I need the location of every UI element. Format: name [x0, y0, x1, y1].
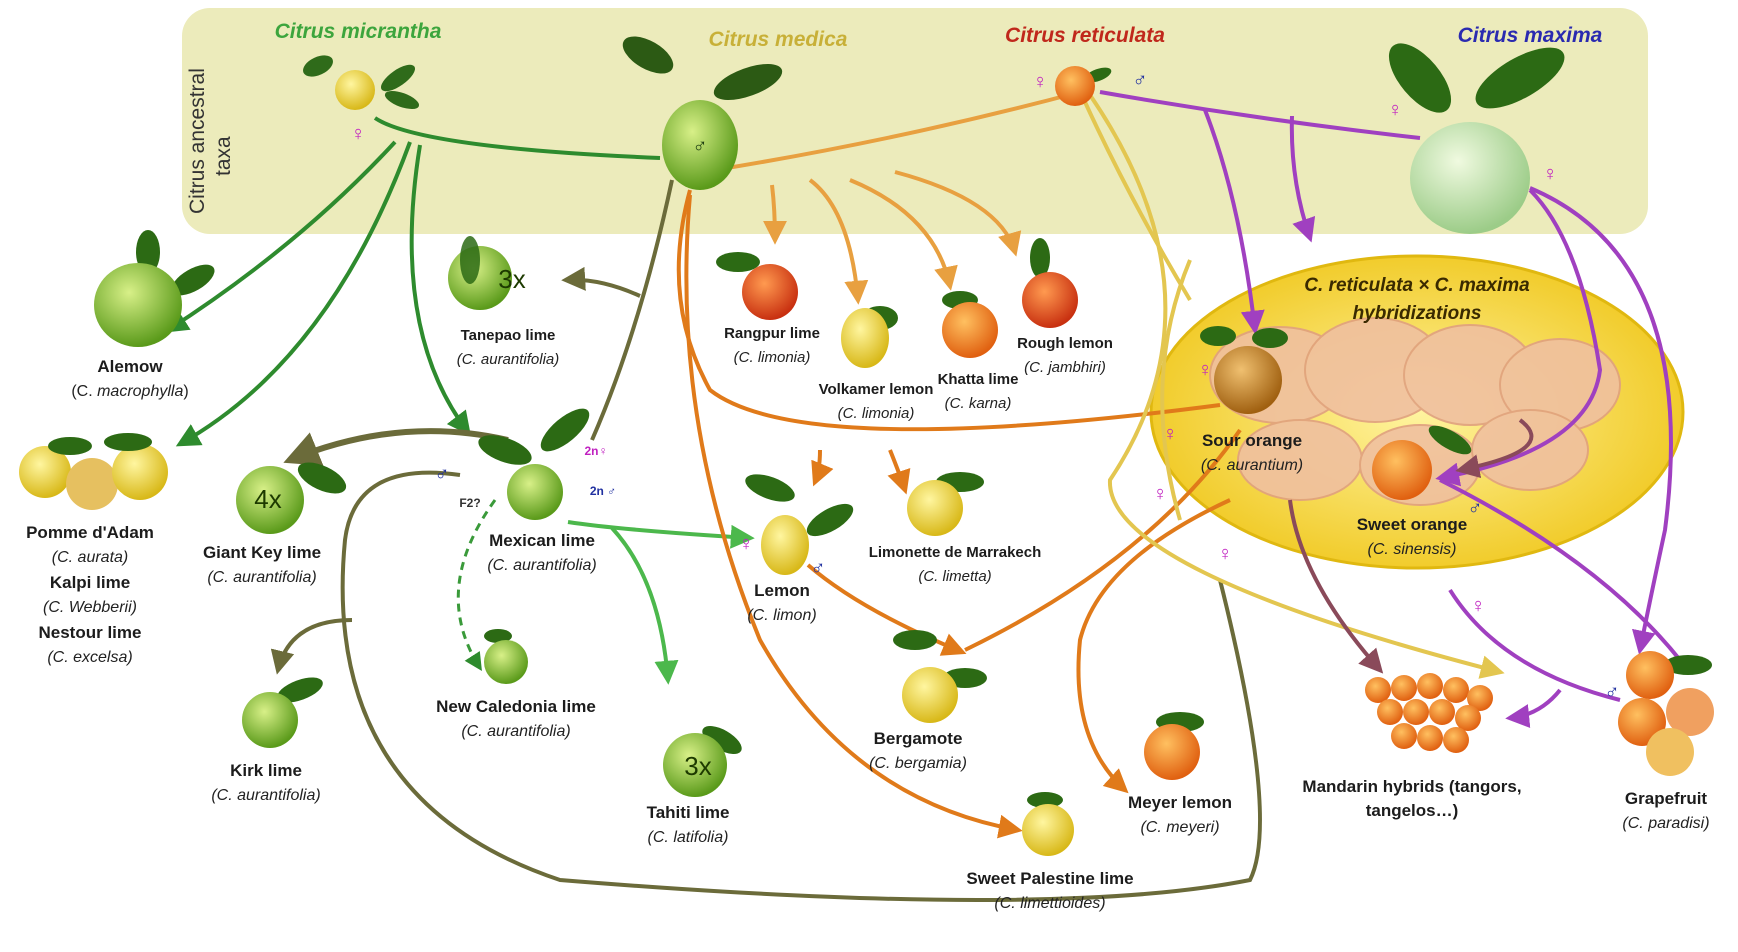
label-limonette-name: Limonette de Marrakech — [869, 544, 1042, 561]
label-alemow-name: Alemow — [97, 357, 163, 376]
female-symbol-maxima-left: ♀ — [1388, 99, 1403, 121]
volkamer-lemon-fruit-icon — [841, 306, 898, 368]
female-symbol-sour-orange-2: ♀ — [1163, 423, 1178, 445]
female-symbol-maxima-right: ♀ — [1543, 163, 1558, 185]
label-mandarin-hybrids-line1: Mandarin hybrids (tangors, — [1302, 777, 1521, 796]
hybrid-zone-title-line2: hybridizations — [1353, 303, 1482, 324]
female-symbol-zone-bottom: ♀ — [1218, 543, 1233, 565]
label-alemow-sci: (C. macrophylla) — [71, 383, 188, 400]
label-sweet-orange-name: Sweet orange — [1357, 515, 1468, 534]
label-nestour-name: Nestour lime — [39, 623, 142, 642]
label-sweet-orange-sci: (C. sinensis) — [1368, 541, 1457, 558]
limonette-fruit-icon — [907, 472, 984, 536]
lemon-fruit-icon — [742, 469, 858, 575]
new-caledonia-lime-fruit-icon — [484, 629, 528, 684]
mexican-to-new-caledonia-arrow — [458, 500, 495, 668]
grapefruit-fruit-icon — [1618, 651, 1714, 776]
rough-lemon-fruit-icon — [1022, 238, 1078, 328]
tanepao-lime-fruit-icon: 3x — [448, 236, 526, 310]
mexican-to-lemon-tahiti-arrows — [568, 522, 750, 680]
side-label-line2: taxa — [212, 136, 235, 176]
label-lemon-sci: (C. limon) — [747, 607, 816, 624]
tanepao-ploidy: 3x — [498, 264, 525, 294]
giant-key-ploidy: 4x — [254, 484, 281, 514]
label-pomme-name: Pomme d'Adam — [26, 523, 154, 542]
label-rangpur-name: Rangpur lime — [724, 325, 820, 342]
label-new-caledonia-sci: (C. aurantifolia) — [461, 723, 570, 740]
label-kirk-sci: (C. aurantifolia) — [211, 787, 320, 804]
label-rangpur-sci: (C. limonia) — [734, 349, 811, 366]
two-n-female-marker: 2n♀ — [584, 444, 607, 458]
label-kalpi-name: Kalpi lime — [50, 573, 130, 592]
tahiti-lime-fruit-icon: 3x — [663, 720, 746, 797]
male-symbol-mexican: ♂ — [435, 463, 450, 485]
label-sour-orange-name: Sour orange — [1202, 431, 1302, 450]
label-volkamer-name: Volkamer lemon — [819, 381, 934, 398]
label-volkamer-sci: (C. limonia) — [838, 405, 915, 422]
two-n-male-marker: 2n ♂ — [590, 484, 616, 498]
label-mexican-sci: (C. aurantifolia) — [487, 557, 596, 574]
label-kalpi-sci: (C. Webberii) — [43, 599, 137, 616]
label-tahiti-sci: (C. latifolia) — [648, 829, 729, 846]
ancestor-name-micrantha: Citrus micrantha — [275, 20, 442, 43]
rangpur-lime-fruit-icon — [716, 252, 798, 320]
giant-key-lime-fruit-icon: 4x — [236, 456, 351, 534]
tahiti-ploidy: 3x — [684, 751, 711, 781]
sweet-palestine-lime-fruit-icon — [1022, 792, 1074, 856]
label-meyer-sci: (C. meyeri) — [1140, 819, 1219, 836]
label-new-caledonia-name: New Caledonia lime — [436, 697, 596, 716]
label-bergamote-name: Bergamote — [874, 729, 963, 748]
side-label-line1: Citrus ancestral — [186, 68, 209, 214]
female-symbol-micrantha: ♀ — [351, 123, 366, 145]
male-symbol-sweet-orange: ♂ — [1468, 497, 1483, 519]
male-symbol-medica: ♂ — [693, 135, 708, 157]
label-pomme-sci: (C. aurata) — [52, 549, 128, 566]
ancestor-name-medica: Citrus medica — [709, 28, 848, 51]
label-rough-sci: (C. jambhiri) — [1024, 359, 1106, 376]
label-tanepao-sci: (C. aurantifolia) — [457, 351, 560, 368]
label-giant-key-sci: (C. aurantifolia) — [207, 569, 316, 586]
male-symbol-grapefruit: ♂ — [1605, 681, 1620, 703]
hybrid-zone-title-line1: C. reticulata × C. maxima — [1304, 275, 1530, 296]
kirk-lime-fruit-icon — [242, 672, 326, 748]
female-symbol-sour-orange: ♀ — [1198, 359, 1213, 381]
pomme-d-adam-fruit-icon — [19, 433, 168, 510]
label-grapefruit-name: Grapefruit — [1625, 789, 1708, 808]
mandarin-hybrids-fruit-icon — [1365, 673, 1493, 753]
label-tanepao-name: Tanepao lime — [461, 327, 556, 344]
female-symbol-zone-left: ♀ — [1153, 483, 1168, 505]
label-sweet-palestine-name: Sweet Palestine lime — [966, 869, 1133, 888]
label-limonette-sci: (C. limetta) — [918, 568, 991, 585]
label-tahiti-name: Tahiti lime — [647, 803, 730, 822]
male-symbol-lemon: ♂ — [811, 557, 826, 579]
female-symbol-reticulata: ♀ — [1033, 71, 1048, 93]
f2-marker: F2? — [459, 496, 480, 510]
female-symbol-lemon: ♀ — [739, 533, 754, 555]
male-symbol-reticulata: ♂ — [1133, 69, 1148, 91]
alemow-fruit-icon — [94, 230, 219, 347]
label-sour-orange-sci: (C. aurantium) — [1201, 457, 1303, 474]
label-meyer-name: Meyer lemon — [1128, 793, 1232, 812]
label-mandarin-hybrids-line2: tangelos…) — [1366, 801, 1459, 820]
label-giant-key-name: Giant Key lime — [203, 543, 321, 562]
ancestor-name-reticulata: Citrus reticulata — [1005, 24, 1165, 47]
label-khatta-sci: (C. karna) — [945, 395, 1012, 412]
label-kirk-name: Kirk lime — [230, 761, 302, 780]
label-mexican-name: Mexican lime — [489, 531, 595, 550]
female-symbol-grapefruit-path: ♀ — [1471, 595, 1486, 617]
label-lemon-name: Lemon — [754, 581, 810, 600]
label-bergamote-sci: (C. bergamia) — [869, 755, 967, 772]
label-rough-name: Rough lemon — [1017, 335, 1113, 352]
label-nestour-sci: (C. excelsa) — [47, 649, 132, 666]
meyer-lemon-fruit-icon — [1144, 712, 1204, 780]
label-khatta-name: Khatta lime — [938, 371, 1019, 388]
label-grapefruit-sci: (C. paradisi) — [1622, 815, 1709, 832]
khatta-lime-fruit-icon — [942, 291, 998, 358]
label-sweet-palestine-sci: (C. limettioides) — [994, 895, 1105, 912]
ancestor-name-maxima: Citrus maxima — [1458, 24, 1603, 47]
